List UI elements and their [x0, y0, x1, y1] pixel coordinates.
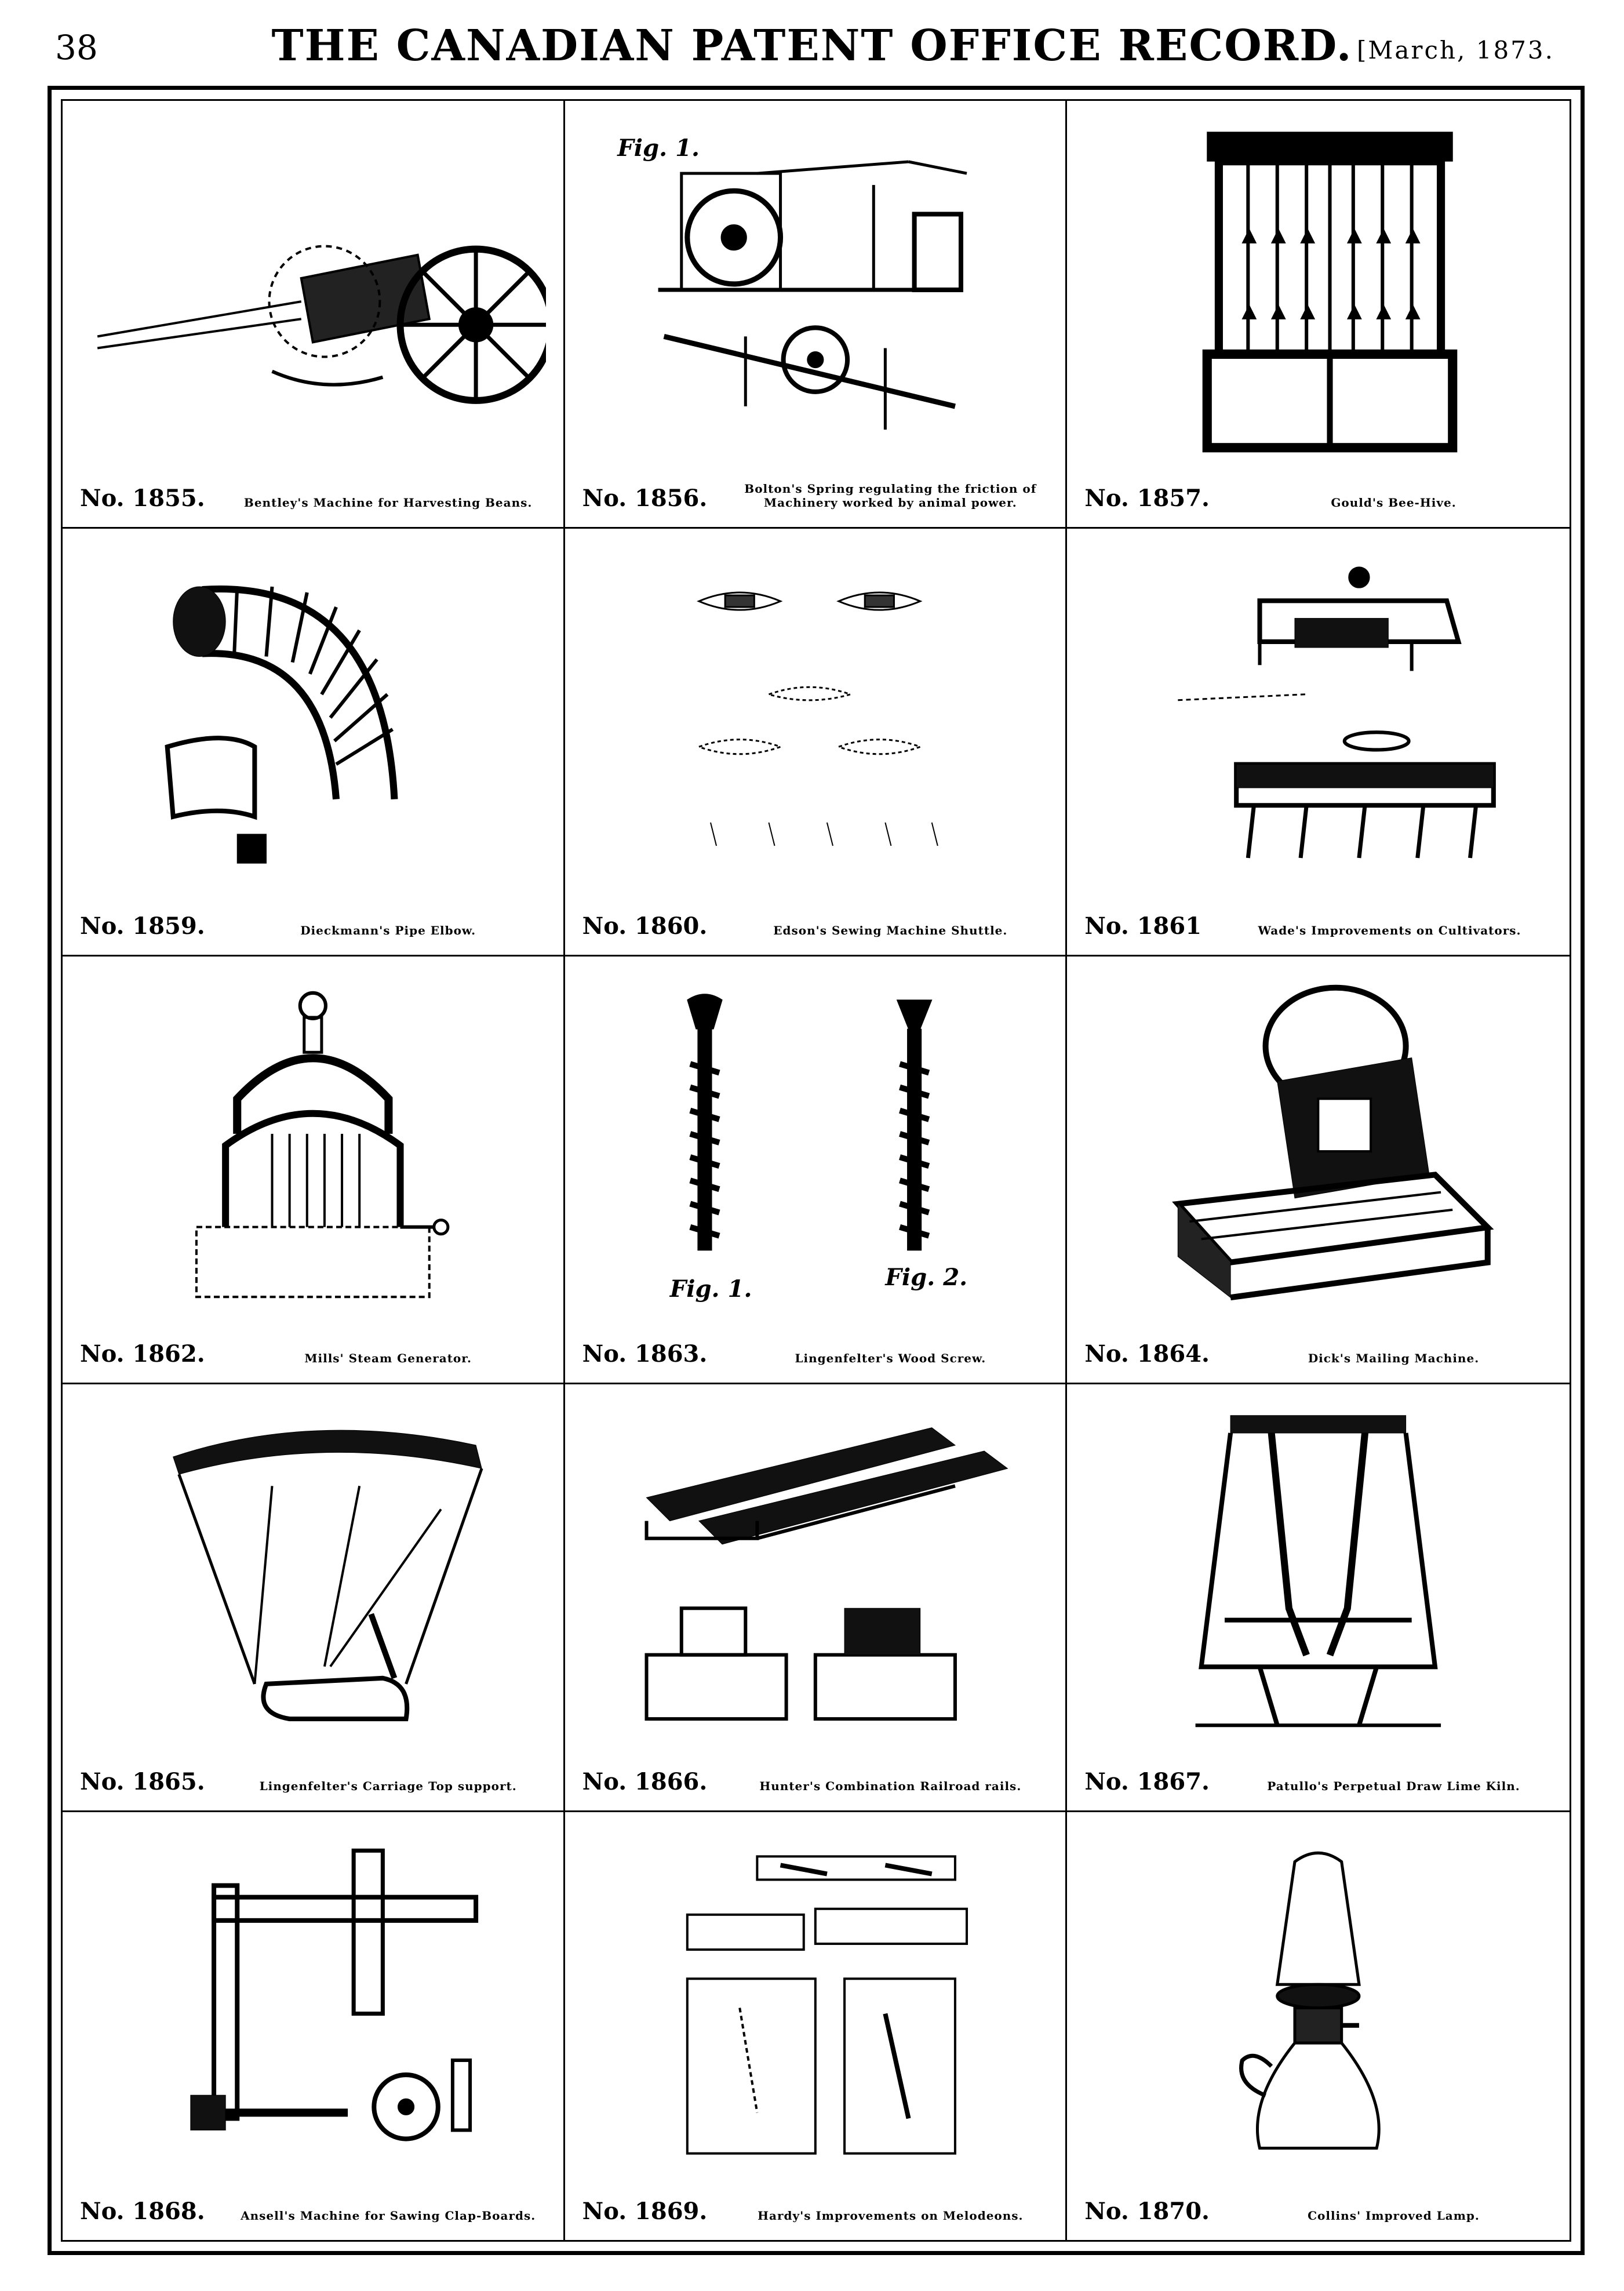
patent-number: No. 1866. — [582, 1768, 708, 1795]
issue-date: [March, 1873. — [1356, 36, 1554, 64]
patent-entry-1860: No. 1860. Edson's Sewing Machine Shuttle… — [565, 529, 1068, 957]
patent-number: No. 1856. — [582, 485, 708, 512]
patent-title: Gould's Bee-Hive. — [1331, 496, 1456, 510]
caption: No. 1868. Ansell's Machine for Sawing Cl… — [80, 2184, 552, 2225]
page-title: THE CANADIAN PATENT OFFICE RECORD. — [271, 21, 1353, 71]
caption: No. 1867. Patullo's Perpetual Draw Lime … — [1084, 1755, 1558, 1795]
caption: No. 1862. Mills' Steam Generator. — [80, 1327, 552, 1368]
spring-regulator-illustration: Fig. 1. — [582, 114, 1048, 466]
caption: No. 1870. Collins' Improved Lamp. — [1084, 2184, 1558, 2225]
caption: No. 1857. Gould's Bee-Hive. — [1084, 471, 1558, 512]
patent-entry-1861: No. 1861 Wade's Improvements on Cultivat… — [1067, 529, 1570, 957]
patent-entry-1870: No. 1870. Collins' Improved Lamp. — [1067, 1812, 1570, 2240]
bee-hive-illustration — [1084, 114, 1552, 466]
patent-number: No. 1859. — [80, 912, 205, 940]
patent-number: No. 1855. — [80, 485, 205, 512]
patent-entry-1859: No. 1859. Dieckmann's Pipe Elbow. — [63, 529, 565, 957]
patent-entry-1863: Fig. 1. Fig. 2. No. 1863. Lingenfelter's… — [565, 957, 1068, 1384]
patent-entry-1855: No. 1855. Bentley's Machine for Harvesti… — [63, 101, 565, 529]
patent-entry-1862: No. 1862. Mills' Steam Generator. — [63, 957, 565, 1384]
patent-title: Bentley's Machine for Harvesting Beans. — [243, 496, 533, 510]
patent-number: No. 1870. — [1084, 2198, 1210, 2225]
wood-screw-illustration: Fig. 1. Fig. 2. — [582, 969, 1048, 1322]
patent-entry-1865: No. 1865. Lingenfelter's Carriage Top su… — [63, 1384, 565, 1812]
patent-number: No. 1867. — [1084, 1768, 1210, 1795]
patent-number: No. 1863. — [582, 1340, 708, 1368]
patent-title: Collins' Improved Lamp. — [1308, 2209, 1480, 2223]
figure-label-1: Fig. 1. — [669, 1275, 752, 1303]
patent-entry-1868: No. 1868. Ansell's Machine for Sawing Cl… — [63, 1812, 565, 2240]
patent-entry-1864: No. 1864. Dick's Mailing Machine. — [1067, 957, 1570, 1384]
patent-number: No. 1857. — [1084, 485, 1210, 512]
figure-label: Fig. 1. — [617, 134, 700, 162]
clap-board-saw-illustration — [80, 1825, 546, 2179]
patent-title: Patullo's Perpetual Draw Lime Kiln. — [1267, 1779, 1520, 1793]
plate-frame: No. 1855. Bentley's Machine for Harvesti… — [48, 86, 1585, 2255]
caption: No. 1863. Lingenfelter's Wood Screw. — [582, 1327, 1054, 1368]
carriage-top-illustration — [80, 1397, 546, 1750]
patent-number: No. 1862. — [80, 1340, 205, 1368]
lime-kiln-illustration — [1084, 1397, 1552, 1750]
patent-entry-1857: No. 1857. Gould's Bee-Hive. — [1067, 101, 1570, 529]
caption: No. 1855. Bentley's Machine for Harvesti… — [80, 471, 552, 512]
caption: No. 1861 Wade's Improvements on Cultivat… — [1084, 899, 1558, 940]
patent-number: No. 1869. — [582, 2198, 708, 2225]
patent-title: Hunter's Combination Railroad rails. — [759, 1779, 1022, 1793]
patent-number: No. 1861 — [1084, 912, 1202, 940]
pipe-elbow-illustration — [80, 541, 546, 894]
page-header: 38 THE CANADIAN PATENT OFFICE RECORD. [M… — [0, 0, 1624, 81]
patent-title: Ansell's Machine for Sawing Clap-Boards. — [241, 2209, 536, 2223]
caption: No. 1856. Bolton's Spring regulating the… — [582, 471, 1054, 512]
patent-entry-1869: No. 1869. Hardy's Improvements on Melode… — [565, 1812, 1068, 2240]
patent-entry-1866: No. 1866. Hunter's Combination Railroad … — [565, 1384, 1068, 1812]
steam-generator-illustration — [80, 969, 546, 1322]
patent-entry-1867: No. 1867. Patullo's Perpetual Draw Lime … — [1067, 1384, 1570, 1812]
patent-entry-1856: Fig. 1. — [565, 101, 1068, 529]
patent-title: Wade's Improvements on Cultivators. — [1258, 923, 1521, 937]
patent-grid: No. 1855. Bentley's Machine for Harvesti… — [61, 99, 1571, 2242]
caption: No. 1869. Hardy's Improvements on Melode… — [582, 2184, 1054, 2225]
caption: No. 1865. Lingenfelter's Carriage Top su… — [80, 1755, 552, 1795]
patent-number: No. 1860. — [582, 912, 708, 940]
patent-title: Dick's Mailing Machine. — [1308, 1351, 1480, 1365]
railroad-rails-illustration — [582, 1397, 1048, 1750]
patent-title: Hardy's Improvements on Melodeons. — [758, 2209, 1024, 2223]
figure-label-2: Fig. 2. — [884, 1264, 967, 1291]
shuttle-illustration — [582, 541, 1048, 894]
patent-number: No. 1865. — [80, 1768, 205, 1795]
patent-number: No. 1868. — [80, 2198, 205, 2225]
caption: No. 1859. Dieckmann's Pipe Elbow. — [80, 899, 552, 940]
patent-title: Dieckmann's Pipe Elbow. — [300, 923, 476, 937]
melodeon-illustration — [582, 1825, 1048, 2179]
caption: No. 1866. Hunter's Combination Railroad … — [582, 1755, 1054, 1795]
caption: No. 1864. Dick's Mailing Machine. — [1084, 1327, 1558, 1368]
patent-title: Edson's Sewing Machine Shuttle. — [773, 923, 1008, 937]
page-number: 38 — [55, 28, 98, 67]
patent-title: Mills' Steam Generator. — [304, 1351, 472, 1365]
patent-title: Lingenfelter's Carriage Top support. — [259, 1779, 517, 1793]
patent-number: No. 1864. — [1084, 1340, 1210, 1368]
mailing-machine-illustration — [1084, 969, 1552, 1322]
caption: No. 1860. Edson's Sewing Machine Shuttle… — [582, 899, 1054, 940]
patent-title: Lingenfelter's Wood Screw. — [795, 1351, 986, 1365]
cultivator-illustration — [1084, 541, 1552, 894]
bean-harvester-illustration — [80, 114, 546, 466]
patent-title: Bolton's Spring regulating the friction … — [744, 482, 1037, 510]
lamp-illustration — [1084, 1825, 1552, 2179]
